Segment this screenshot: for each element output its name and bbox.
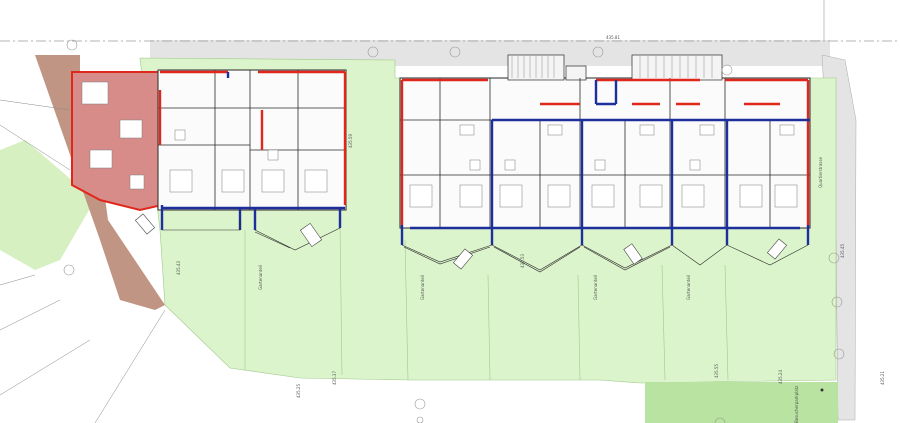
level-label-a: 435.43 [176,261,181,275]
garden-tag-4: Gartenanteil [686,275,691,300]
level-label-e: 435.53 [520,254,525,268]
building-2-entries [507,54,723,81]
level-label-h: 435.45 [840,244,845,258]
level-label-f: 435.55 [714,364,719,378]
garden-tag-1: Gartenanteil [258,265,263,290]
loungers [134,213,788,270]
visitor-lawn [645,382,838,423]
stair-lines [511,56,713,78]
neighbor-parcel-brown [35,55,165,310]
furniture [81,81,798,208]
garden-tag-2: Gartenanteil [420,275,425,300]
building-1-red-walls [158,70,347,205]
building-2-red-walls [400,78,810,225]
level-label-i: 435.21 [880,371,885,385]
level-label-g: 435.24 [778,370,783,384]
left-lawn [0,140,95,270]
building-1-walls [158,70,346,210]
road-level-label: 435.81 [606,35,620,40]
street-tag: Quartierstrasse [818,157,823,188]
garden-dividers [244,224,729,381]
building-2-balconies [401,244,809,273]
level-label-c: 435.25 [296,384,301,398]
level-label-b: 435.59 [348,134,353,148]
level-label-d: 435.37 [332,371,337,385]
building-2-blue-walls [400,80,810,245]
trees [63,39,845,423]
boundary-lines [0,99,166,423]
reference-point [820,388,824,392]
building-1-balconies [162,220,341,251]
visitor-parking-tag: Besucherparkplatz [794,385,799,423]
garden-tag-3: Gartenanteil [593,275,598,300]
